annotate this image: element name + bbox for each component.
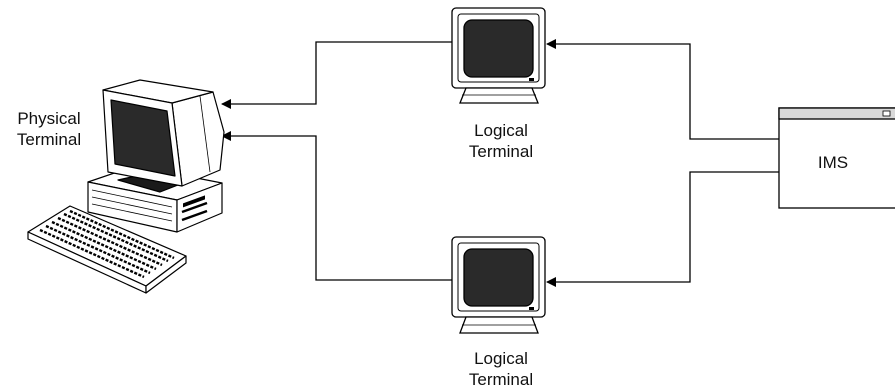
- physical-terminal-label: Physical Terminal: [6, 108, 92, 150]
- connector-bottom-terminal-to-physical: [221, 131, 452, 281]
- logical-terminal-bottom-label-line2: Terminal: [468, 370, 534, 389]
- physical-terminal-label-line1: Physical: [17, 109, 81, 128]
- keyboard-side: [145, 255, 187, 294]
- physical-terminal-label-line2: Terminal: [16, 130, 82, 149]
- connector-top-terminal-to-physical: [221, 41, 452, 109]
- logical-terminal-top-label: Logical Terminal: [456, 120, 546, 162]
- logical-terminal-bottom-label: Logical Terminal: [456, 348, 546, 390]
- keyboard-keys: [39, 209, 175, 279]
- physical-terminal-computer-icon: [27, 79, 225, 294]
- ims-window-box: [778, 107, 895, 209]
- logical-terminal-top-label-line1: Logical: [474, 121, 528, 140]
- monitor-screen: [110, 99, 176, 177]
- logical-terminal-bottom-monitor-icon: [451, 236, 546, 334]
- connectors: [221, 39, 779, 287]
- logical-terminal-top-monitor-icon: [451, 7, 546, 104]
- connector-ims-to-bottom-terminal: [546, 171, 779, 287]
- ims-label: IMS: [817, 153, 849, 172]
- system-unit-side: [176, 182, 223, 233]
- connector-ims-to-top-terminal: [546, 39, 779, 140]
- logical-terminal-bottom-label-line1: Logical: [474, 349, 528, 368]
- logical-terminal-top-label-line2: Terminal: [468, 142, 534, 161]
